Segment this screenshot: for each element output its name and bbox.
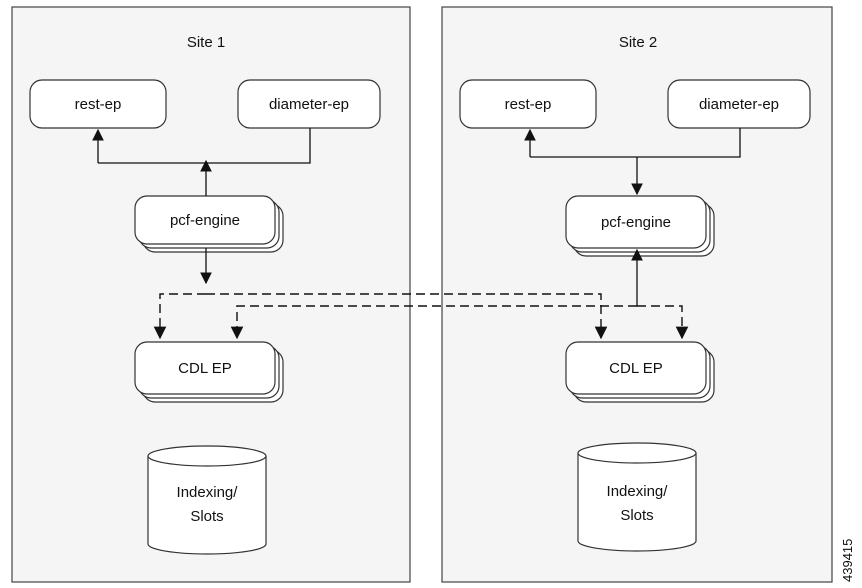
site-1-cdl-ep-label: CDL EP [178, 360, 232, 377]
site-2-pcf-engine-label: pcf-engine [601, 214, 671, 231]
site-2-pcf-engine-box [565, 195, 707, 249]
site-2-rest-ep-label: rest-ep [505, 96, 552, 113]
site-1-ep-bus-line [98, 128, 311, 164]
cross-site-replication-links [153, 293, 689, 340]
site-2-indexing-db-cylinder: Indexing/ Slots [577, 442, 697, 552]
site-1-db-label-line2: Slots [190, 508, 223, 525]
site-1-cdl-ep-box [134, 341, 276, 395]
figure-id: 439415 [840, 539, 855, 582]
site-1-rest-ep-label: rest-ep [75, 96, 122, 113]
site-1-panel: Site 1 rest-ep diameter-ep pcf-engine CD… [11, 6, 411, 583]
site-2-diameter-ep-label: diameter-ep [699, 96, 779, 113]
site-2-cdl-ep-box [565, 341, 707, 395]
site-2-diameter-ep-box [667, 79, 811, 129]
site-2-connectors [524, 128, 741, 306]
site-2-panel: Site 2 rest-ep diameter-ep pcf-engine CD… [441, 6, 833, 583]
site-1-diameter-ep-label: diameter-ep [269, 96, 349, 113]
site-2-ep-bus-line [530, 128, 741, 158]
site-1-indexing-db-cylinder: Indexing/ Slots [147, 445, 267, 555]
site-1-diameter-ep-box [237, 79, 381, 129]
site-2-cdl-ep: CDL EP [565, 341, 715, 403]
site-1-rest-ep-box [29, 79, 167, 129]
site-1-pcf-engine: pcf-engine [134, 195, 284, 253]
site-2-rest-ep-box [459, 79, 597, 129]
site-2-db-top [577, 442, 697, 464]
site-1-cdl-ep: CDL EP [134, 341, 284, 403]
site-1-local-cdl-dashed-arrow [153, 293, 206, 340]
site-2-local-cdl-dashed-arrow [637, 305, 689, 340]
site-1-connectors [92, 128, 311, 285]
site-1-rest-ep: rest-ep [29, 79, 167, 129]
site-2-db-label-line1: Indexing/ [607, 483, 669, 500]
site-1-db-body [147, 456, 267, 555]
site-2-cdl-ep-label: CDL EP [609, 360, 663, 377]
site-2-db-label-line2: Slots [620, 507, 653, 524]
site-1-pcf-engine-box [134, 195, 276, 245]
site-1-title: Site 1 [187, 34, 225, 51]
site-1-db-top [147, 445, 267, 467]
site-1-to-site-2-cdl-dashed-arrow [206, 293, 608, 340]
site-1-db-label-line1: Indexing/ [177, 484, 239, 501]
site-2-title: Site 2 [619, 34, 657, 51]
site-2-pcf-engine: pcf-engine [565, 195, 715, 257]
site-1-diameter-ep: diameter-ep [237, 79, 381, 129]
site-2-diameter-ep: diameter-ep [667, 79, 811, 129]
site-2-rest-ep: rest-ep [459, 79, 597, 129]
site-1-pcf-engine-label: pcf-engine [170, 212, 240, 229]
site-2-db-body [577, 453, 697, 552]
site-2-to-site-1-cdl-dashed-arrow [230, 305, 637, 340]
